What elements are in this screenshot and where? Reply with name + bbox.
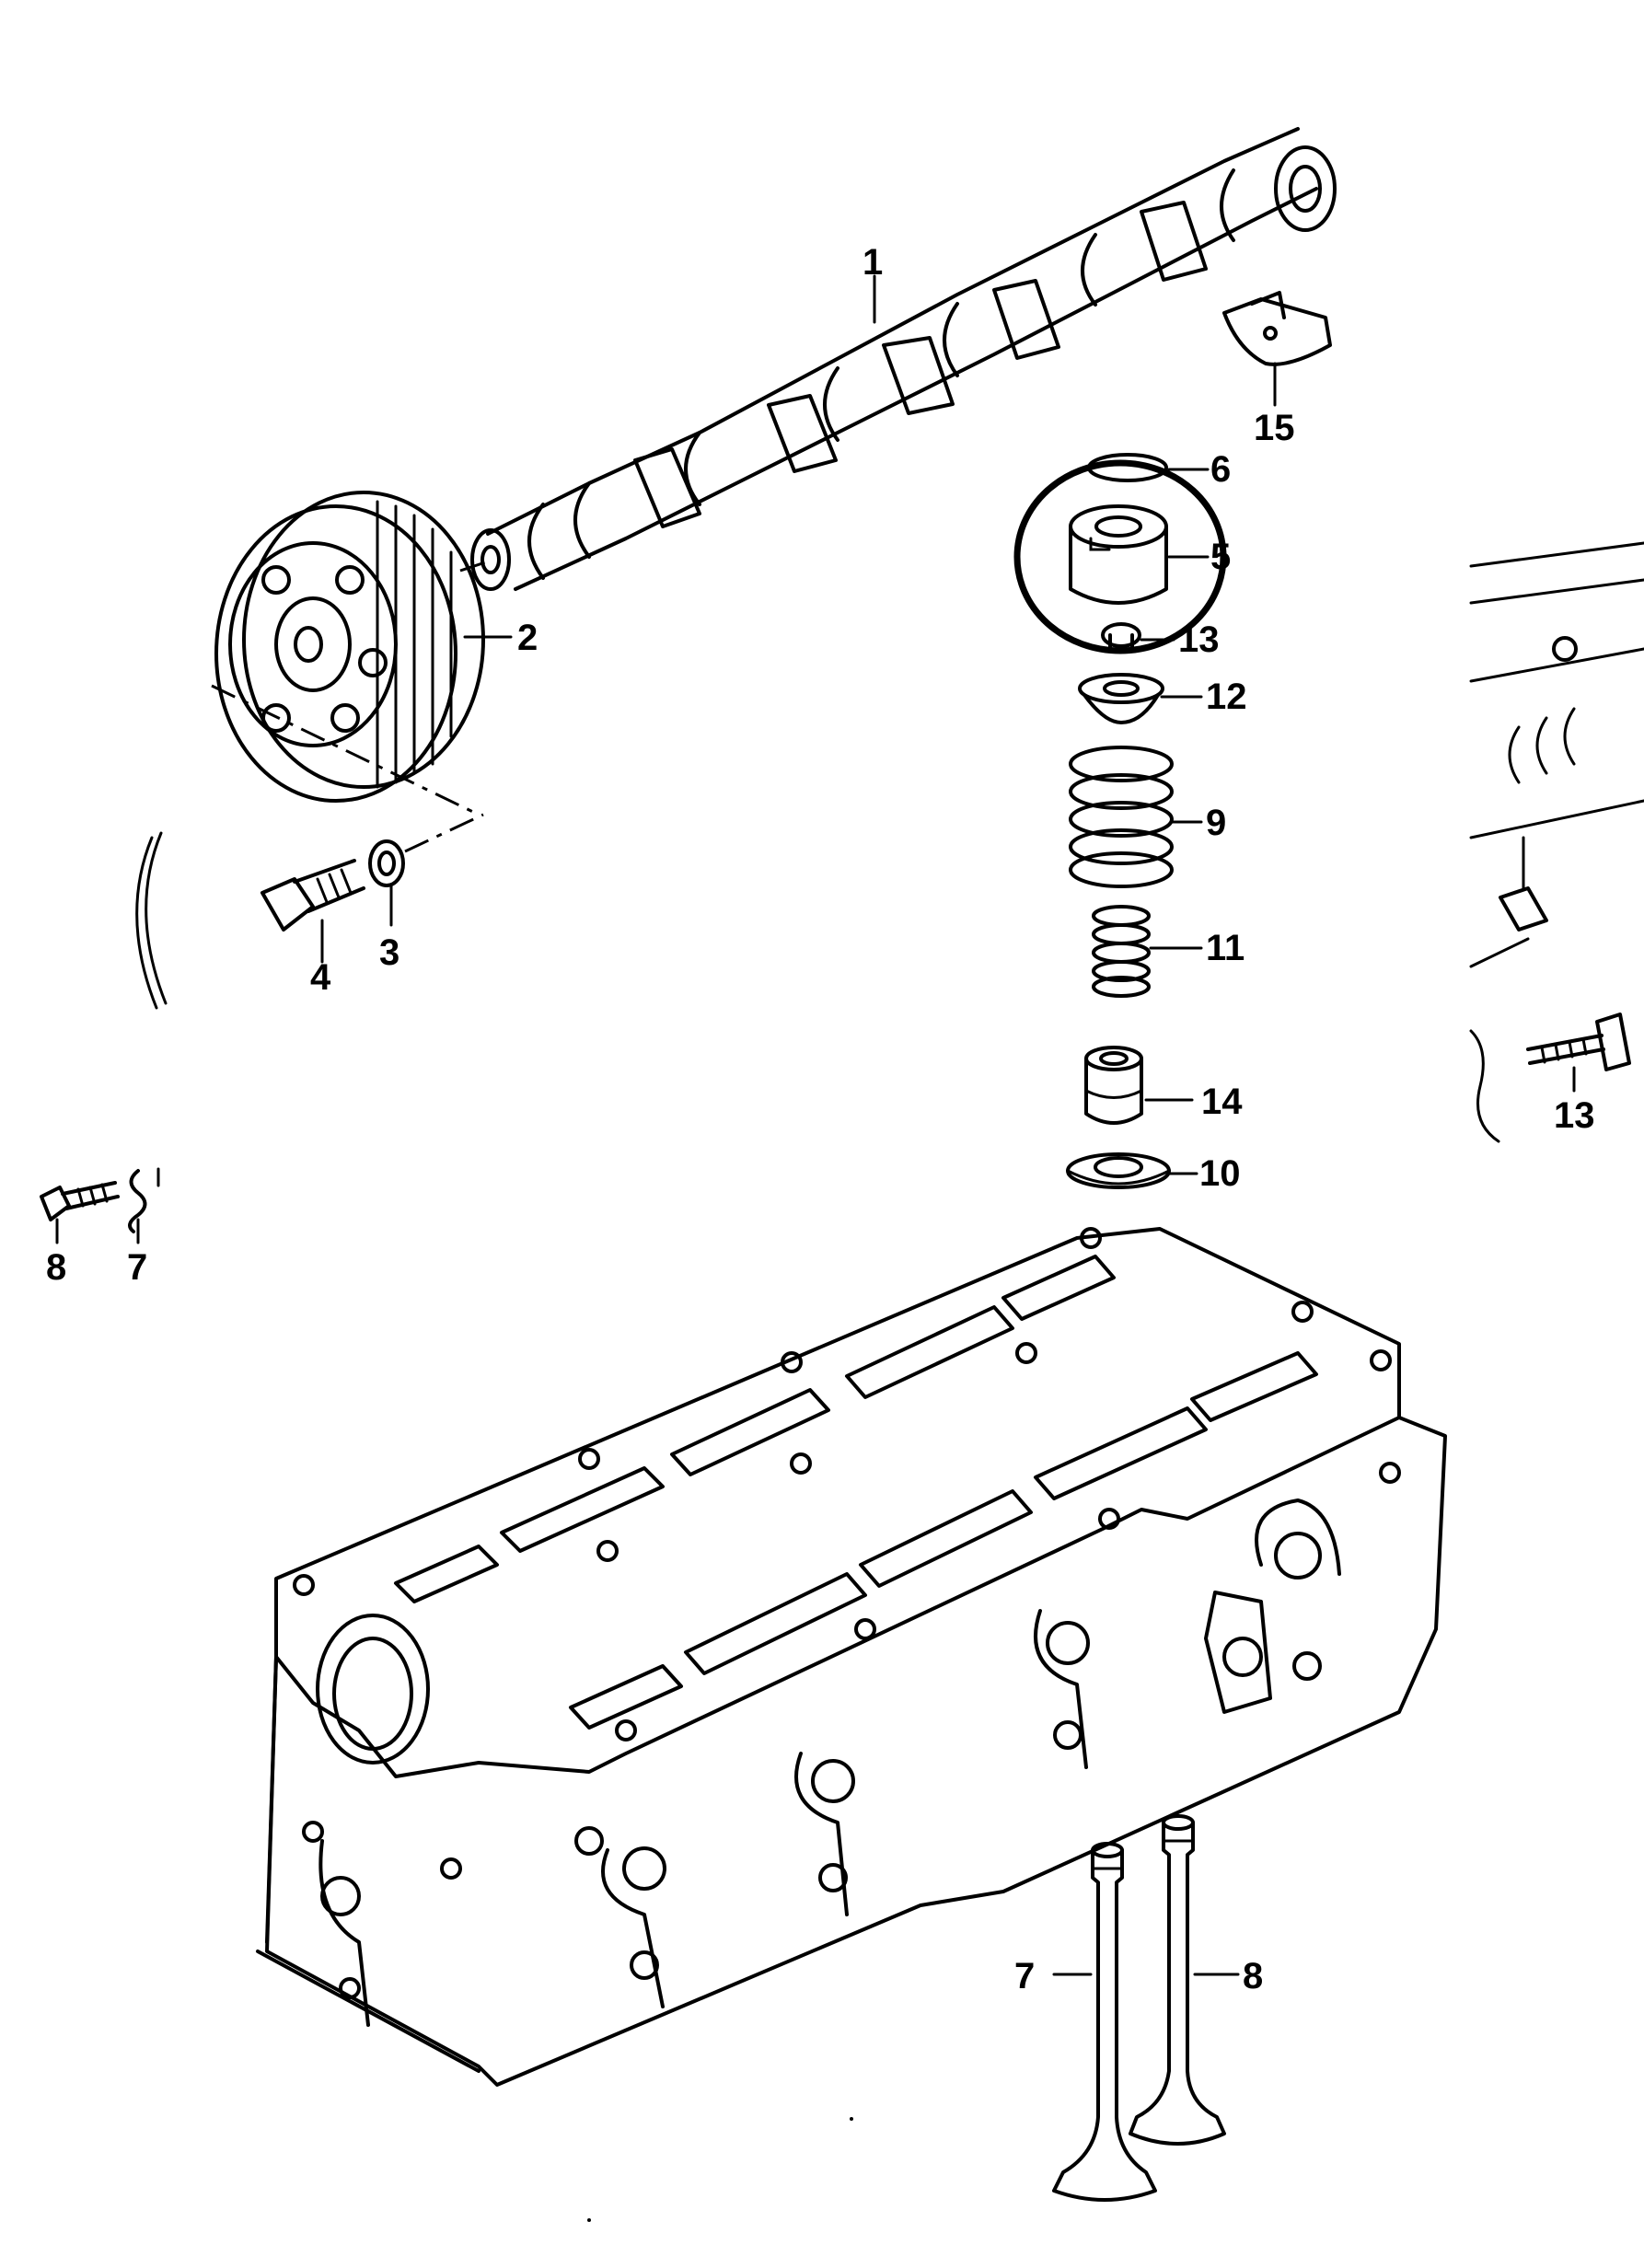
callout-7-left: 7 — [127, 1218, 147, 1288]
svg-text:9: 9 — [1206, 803, 1226, 843]
svg-text:8: 8 — [1243, 1956, 1263, 1996]
highlight-circle — [1013, 459, 1227, 654]
valve-stem-seal — [1084, 1046, 1143, 1125]
svg-text:7: 7 — [1014, 1956, 1035, 1996]
long-bolt — [1526, 1012, 1631, 1071]
camshaft-sprocket — [211, 491, 489, 816]
callout-7-valve: 7 — [1014, 1956, 1093, 1996]
valve-keepers — [1101, 622, 1141, 651]
outer-valve-spring — [1069, 746, 1174, 888]
spring-seat — [1066, 1152, 1171, 1189]
bolt — [260, 859, 365, 932]
svg-text:11: 11 — [1206, 928, 1245, 968]
partial-outline-left — [135, 831, 168, 1010]
svg-text:5: 5 — [1210, 537, 1231, 577]
callout-8-left: 8 — [46, 1218, 66, 1288]
bearing-shell — [1222, 291, 1332, 366]
washer — [368, 813, 484, 887]
callout-13-upper: 13 — [1140, 619, 1220, 660]
svg-text:6: 6 — [1210, 449, 1231, 490]
callout-5: 5 — [1167, 537, 1231, 577]
callout-15: 15 — [1254, 362, 1295, 448]
callout-6: 6 — [1167, 449, 1231, 490]
callout-11: 11 — [1149, 928, 1245, 968]
svg-text:13: 13 — [1554, 1095, 1595, 1136]
svg-text:12: 12 — [1206, 677, 1247, 717]
svg-text:15: 15 — [1254, 408, 1295, 448]
callout-4: 4 — [310, 919, 331, 998]
svg-text:14: 14 — [1201, 1082, 1243, 1122]
cylinder-head — [256, 1227, 1447, 2087]
callout-1: 1 — [863, 242, 883, 324]
callout-12: 12 — [1160, 677, 1247, 717]
callout-9: 9 — [1170, 803, 1226, 843]
svg-text:13: 13 — [1178, 619, 1220, 660]
svg-text:7: 7 — [127, 1247, 147, 1288]
small-bolt — [40, 1181, 120, 1221]
retaining-clip — [128, 1167, 160, 1233]
svg-text:1: 1 — [863, 242, 883, 283]
intake-valve — [1052, 1842, 1157, 2202]
svg-text:8: 8 — [46, 1247, 66, 1288]
svg-text:10: 10 — [1199, 1153, 1241, 1194]
svg-text:2: 2 — [517, 618, 538, 658]
svg-text:4: 4 — [310, 957, 331, 998]
callout-2: 2 — [463, 618, 538, 658]
inner-valve-spring — [1092, 905, 1151, 998]
callout-13-right: 13 — [1554, 1066, 1595, 1136]
callout-10: 10 — [1167, 1153, 1241, 1194]
exhaust-valve — [1129, 1814, 1226, 2146]
bucket-tappet — [1069, 504, 1168, 605]
callout-8-valve: 8 — [1193, 1956, 1263, 1996]
partial-engine-view-right — [1469, 541, 1644, 1143]
callout-3: 3 — [379, 884, 399, 973]
svg-text:3: 3 — [379, 932, 399, 973]
spring-retainer — [1078, 673, 1164, 724]
callout-14: 14 — [1144, 1082, 1243, 1122]
camshaft — [470, 127, 1337, 591]
